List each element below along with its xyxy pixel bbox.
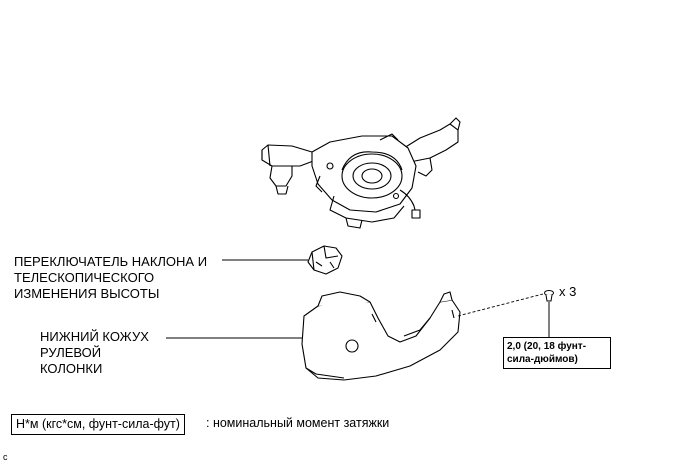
label-tilt-switch-line-2: ТЕЛЕСКОПИЧЕСКОГО: [14, 270, 155, 285]
screw: [544, 290, 554, 302]
combination-switch-assembly: [261, 117, 461, 229]
tilt-telescopic-switch: [307, 245, 343, 275]
screw-quantity: x 3: [559, 284, 577, 299]
label-lower-cover-line-3: КОЛОНКИ: [40, 361, 103, 376]
legend-units-box: Н*м (кгс*см, фунт-сила-фут): [11, 414, 185, 435]
lower-column-cover: [301, 291, 461, 381]
label-tilt-switch-line-3: ИЗМЕНЕНИЯ ВЫСОТЫ: [14, 286, 160, 301]
label-lower-cover-line-2: РУЛЕВОЙ: [40, 345, 102, 360]
screw-dashed-leader: [457, 293, 544, 317]
torque-value-box: 2,0 (20, 18 фунт- сила-дюймов): [503, 337, 611, 369]
torque-value-line-1: 2,0 (20, 18 фунт-: [507, 341, 587, 352]
label-tilt-switch-line-1: ПЕРЕКЛЮЧАТЕЛЬ НАКЛОНА И: [14, 254, 208, 269]
legend-description: : номинальный момент затяжки: [206, 416, 390, 430]
label-lower-cover-line-1: НИЖНИЙ КОЖУХ: [40, 329, 149, 344]
corner-mark: c: [3, 452, 8, 462]
torque-value-line-2: сила-дюймов): [507, 354, 578, 365]
